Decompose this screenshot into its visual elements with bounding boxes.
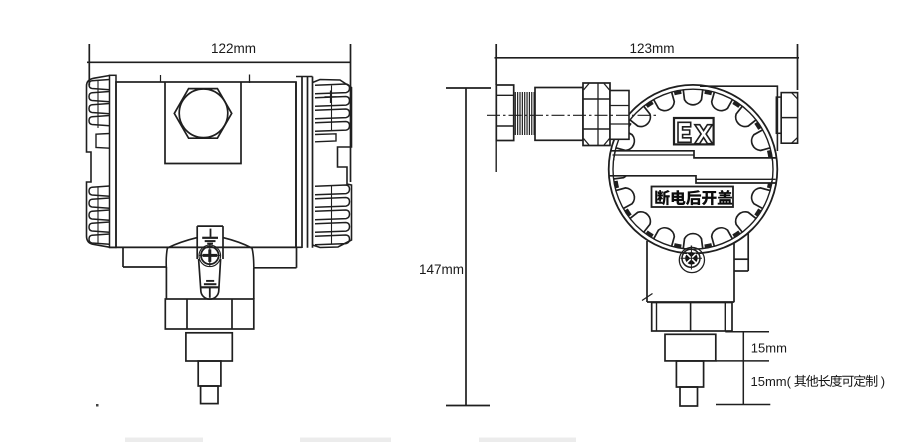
- svg-text:147mm: 147mm: [419, 262, 464, 277]
- svg-text:122mm: 122mm: [211, 41, 256, 56]
- svg-text:15mm(: 15mm(: [751, 374, 792, 389]
- svg-text:): ): [881, 374, 885, 389]
- svg-text:15mm: 15mm: [751, 341, 787, 356]
- svg-text:123mm: 123mm: [629, 41, 674, 56]
